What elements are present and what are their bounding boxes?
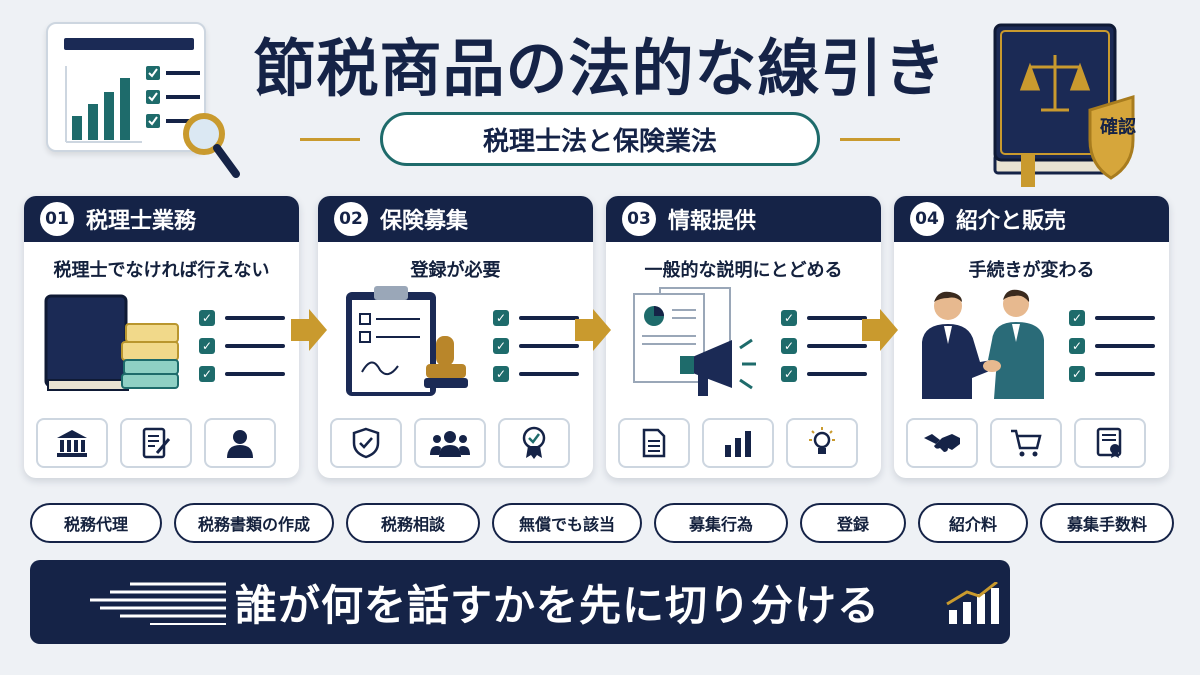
tag-tax-representation: 税務代理 — [30, 503, 162, 543]
card-title: 情報提供 — [668, 209, 757, 234]
card-description: 登録が必要 — [410, 260, 501, 281]
card-number: 03 — [622, 202, 656, 236]
card-title: 紹介と販売 — [956, 209, 1067, 234]
check-icon: ✓ — [781, 366, 797, 382]
checklist-illustration — [146, 66, 200, 128]
bar-chart-illustration — [65, 66, 142, 143]
check-icon: ✓ — [1069, 366, 1085, 382]
tag-applies-even-free: 無償でも該当 — [492, 503, 642, 543]
user-icon — [204, 418, 276, 468]
checklist: ✓ ✓ ✓ — [199, 304, 289, 388]
tag-solicitation-commission: 募集手数料 — [1040, 503, 1174, 543]
growth-chart-icon — [946, 582, 999, 624]
cart-icon — [990, 418, 1062, 468]
book-stack-illustration — [44, 294, 179, 391]
card-description: 一般的な説明にとどめる — [644, 260, 843, 281]
card-referral-and-sales: 04 紹介と販売 手続きが変わる ✓ ✓ ✓ — [894, 196, 1169, 478]
shield-check-icon — [330, 418, 402, 468]
check-icon: ✓ — [781, 338, 797, 354]
checklist: ✓ ✓ ✓ — [781, 304, 871, 388]
card-number: 01 — [40, 202, 74, 236]
check-icon: ✓ — [199, 366, 215, 382]
check-icon: ✓ — [1069, 310, 1085, 326]
law-book-icon — [993, 23, 1135, 187]
shield-badge — [1088, 94, 1135, 180]
scales-icon — [1019, 55, 1091, 112]
certificate-icon — [1074, 418, 1146, 468]
card-header: 04 紹介と販売 — [894, 196, 1169, 242]
handshake-icon — [906, 418, 978, 468]
card-number: 04 — [910, 202, 944, 236]
tag-tax-document-preparation: 税務書類の作成 — [174, 503, 334, 543]
confirm-badge-label: 確認 — [1100, 117, 1136, 138]
tag-referral-fee: 紹介料 — [918, 503, 1028, 543]
subtitle: 税理士法と保険業法 — [380, 112, 820, 166]
card-title: 保険募集 — [380, 209, 469, 234]
lightbulb-icon — [786, 418, 858, 468]
checklist: ✓ ✓ ✓ — [1069, 304, 1159, 388]
subtitle-right-rule — [840, 138, 900, 141]
check-icon: ✓ — [493, 338, 509, 354]
card-header: 01 税理士業務 — [24, 196, 299, 242]
tag-solicitation-act: 募集行為 — [654, 503, 788, 543]
award-icon — [498, 418, 570, 468]
check-icon: ✓ — [199, 310, 215, 326]
summary-banner: 誰が何を話すかを先に切り分ける — [30, 560, 1010, 644]
card-title: 税理士業務 — [86, 209, 197, 234]
card-tax-accountant-work: 01 税理士業務 税理士でなければ行えない ✓ ✓ ✓ — [24, 196, 299, 478]
arrow-right-icon — [862, 309, 898, 351]
handshake-businessmen-illustration — [922, 289, 1044, 399]
arrow-right-icon — [575, 309, 611, 351]
summary-text: 誰が何を話すかを先に切り分ける — [235, 580, 881, 630]
card-header: 03 情報提供 — [606, 196, 881, 242]
card-header: 02 保険募集 — [318, 196, 593, 242]
card-description: 税理士でなければ行えない — [53, 260, 270, 281]
subtitle-group: 税理士法と保険業法 — [300, 112, 900, 166]
card-information-provision: 03 情報提供 一般的な説明にとどめる ✓ ✓ ✓ — [606, 196, 881, 478]
documents-megaphone-illustration — [633, 287, 756, 396]
magnifier-icon — [183, 113, 240, 178]
bank-icon — [36, 418, 108, 468]
card-number: 02 — [334, 202, 368, 236]
card-insurance-solicitation: 02 保険募集 登録が必要 ✓ ✓ ✓ — [318, 196, 593, 478]
report-document-illustration — [46, 22, 206, 152]
check-icon: ✓ — [781, 310, 797, 326]
tag-registration: 登録 — [800, 503, 906, 543]
check-icon: ✓ — [493, 366, 509, 382]
tag-tax-consultation: 税務相談 — [346, 503, 480, 543]
document-icon — [618, 418, 690, 468]
card-description: 手続きが変わる — [968, 260, 1095, 281]
edit-document-icon — [120, 418, 192, 468]
bar-chart-icon — [702, 418, 774, 468]
subtitle-left-rule — [300, 138, 360, 141]
speed-lines-icon — [90, 582, 226, 625]
checklist: ✓ ✓ ✓ — [493, 304, 583, 388]
check-icon: ✓ — [493, 310, 509, 326]
check-icon: ✓ — [199, 338, 215, 354]
page-title: 節税商品の法的な線引き — [253, 32, 947, 105]
clipboard-stamp-illustration — [346, 286, 468, 396]
group-icon — [414, 418, 486, 468]
check-icon: ✓ — [1069, 338, 1085, 354]
arrow-right-icon — [291, 309, 327, 351]
